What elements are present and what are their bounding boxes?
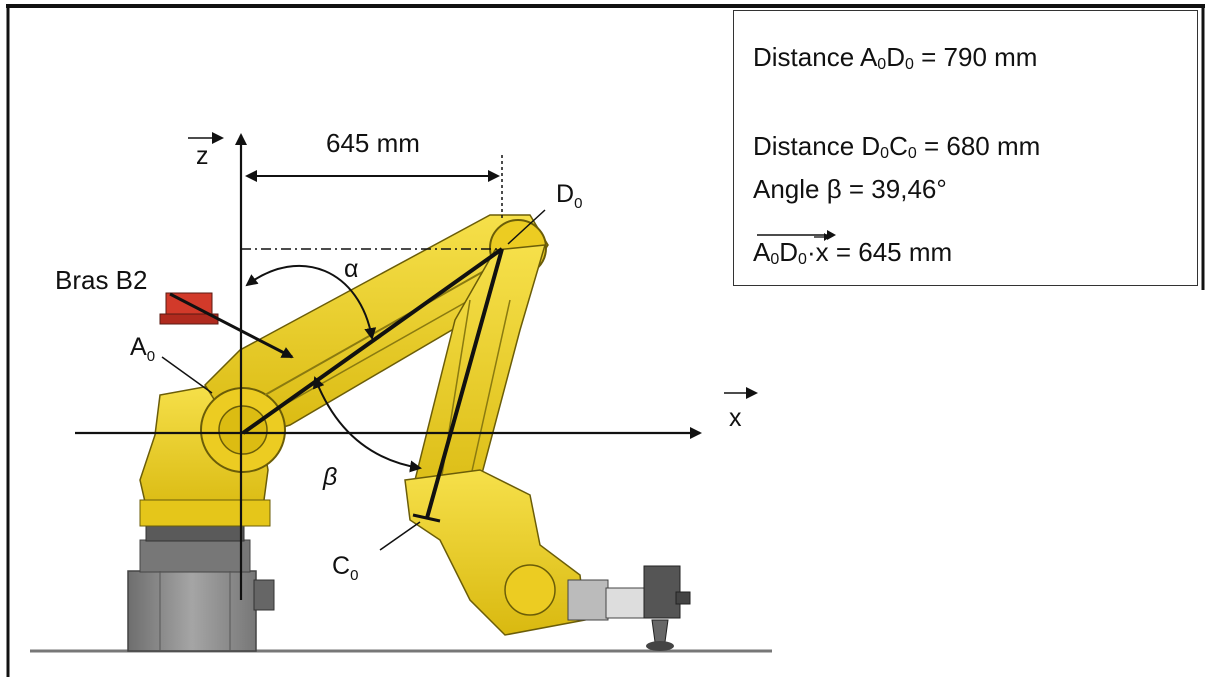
c0-tick: [412, 513, 441, 523]
info-distance-d0c0: Distance D0C0 = 680 mm: [753, 131, 1041, 162]
robot-base: [127, 524, 275, 652]
z-axis-label: z: [196, 142, 209, 170]
a0-label: A0: [130, 333, 155, 365]
info-angle-beta: Angle β = 39,46°: [753, 174, 947, 204]
dimension-label: 645 mm: [326, 128, 420, 158]
c0-leader: [379, 521, 421, 551]
a0-leader: [161, 356, 213, 394]
arm-label: Bras B2: [55, 265, 148, 295]
alpha-label: α: [344, 255, 358, 283]
segment-d0-c0: [425, 248, 504, 519]
c0-label: C0: [332, 552, 358, 584]
info-vector-product: A0D0 ·x = 645 mm: [753, 230, 952, 269]
gripper: [567, 565, 691, 651]
x-vector-arrow-icon: [813, 233, 830, 241]
vector-a0d0: A0D0: [753, 230, 836, 269]
info-box: Distance A0D0 = 790 mm Distance D0C0 = 6…: [733, 10, 1198, 286]
d0-label: D0: [556, 180, 582, 212]
info-distance-a0d0: Distance A0D0 = 790 mm: [753, 42, 1038, 73]
x-axis-label: x: [729, 404, 742, 432]
robot-turret: [139, 292, 271, 527]
bras-b2-arrow: [169, 292, 294, 359]
outer-frame: [6, 4, 1205, 677]
d0-leader: [507, 209, 546, 245]
x-unit-vector: ·x: [807, 233, 830, 268]
beta-label: β: [322, 463, 337, 491]
beta-arc: [312, 376, 422, 473]
segment-a0-d0: [241, 247, 504, 435]
vector-arrow-icon: [757, 230, 836, 240]
alpha-arc: [245, 264, 377, 340]
